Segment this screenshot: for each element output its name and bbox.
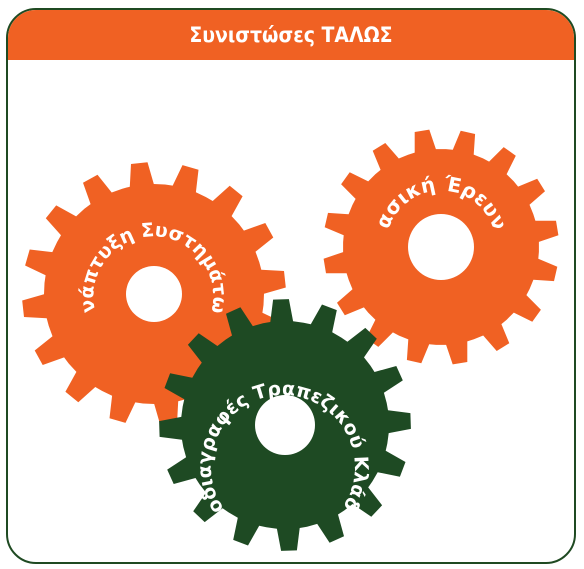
header-bar: Συνιστώσες ΤΑΛΩΣ	[8, 10, 574, 60]
gear-banking-hole	[255, 395, 315, 455]
header-title: Συνιστώσες ΤΑΛΩΣ	[189, 23, 393, 47]
gear-systems-hole	[126, 266, 182, 322]
gear-research-hole	[408, 214, 474, 280]
